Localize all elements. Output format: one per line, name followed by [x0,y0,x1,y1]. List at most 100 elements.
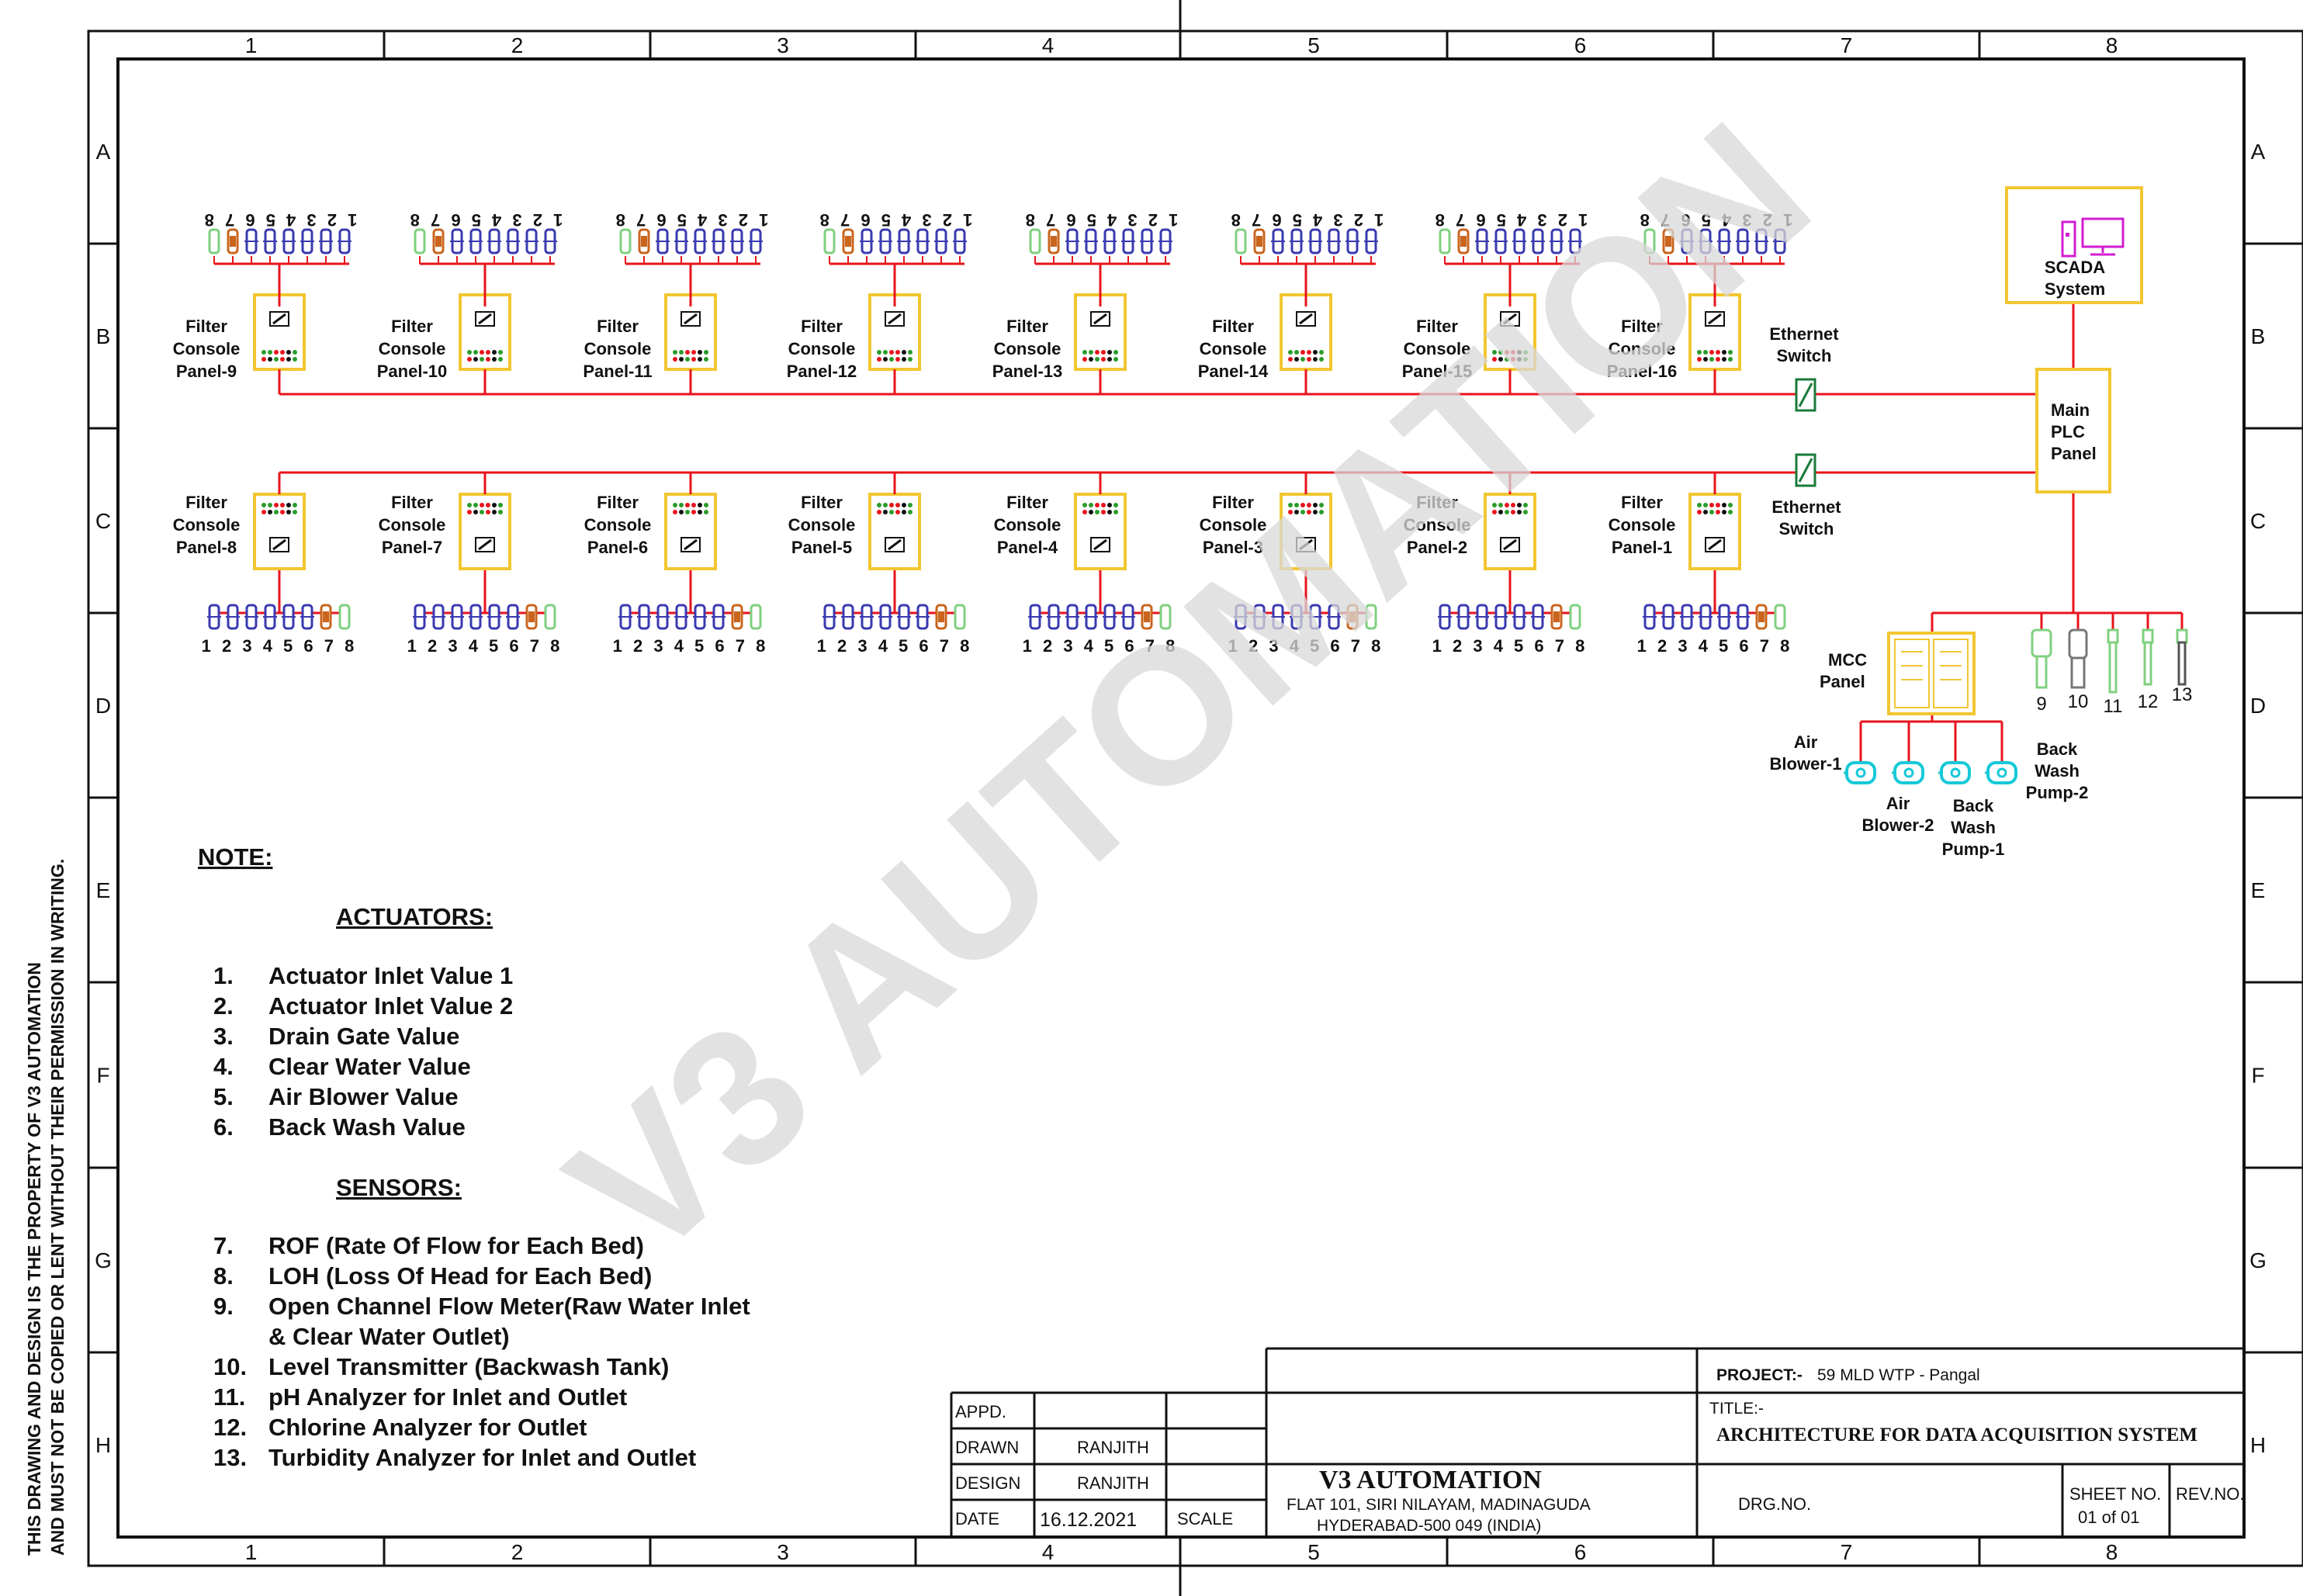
loh-sensor-icon [954,604,966,630]
top-device-array [208,228,352,306]
indicator-led [685,510,690,514]
indicator-led [1300,503,1305,507]
filter-panel-label: Console [379,515,446,535]
sensor-number: 10. [213,1353,247,1380]
indicator-led [492,503,497,507]
zone-col-bottom-8: 8 [2106,1540,2118,1564]
indicator-led [673,503,677,507]
project-value: 59 MLD WTP - Pangal [1817,1366,1980,1384]
indicator-led [698,510,702,514]
hmi-screen-mark [1708,538,1722,551]
indicator-led [286,503,291,507]
indicator-led [492,510,497,514]
indicator-led [286,510,291,514]
filter-panel-label: Panel-1 [1612,538,1672,557]
filter-panel-label: Panel-4 [997,538,1058,557]
indicator-led [492,357,497,362]
top-device-numbers: 1 2 3 4 5 6 7 8 [817,210,973,230]
loh-sensor-icon [1643,228,1656,254]
zone-row-right-G: G [2249,1248,2267,1272]
bottom-device-array [1234,570,1377,630]
indicator-led [877,350,881,355]
date-label: DATE [955,1509,999,1528]
indicator-led [1722,357,1726,362]
indicator-led [1082,503,1087,507]
indicator-led [480,357,484,362]
filter-panel-label: Filter [185,317,227,336]
loh-sensor-icon [1159,604,1172,630]
zone-col-bottom-3: 3 [777,1540,789,1564]
indicator-led [480,510,484,514]
zone-row-left-G: G [95,1248,112,1272]
indicator-led [902,357,906,362]
indicator-led [698,350,702,355]
indicator-led [1722,510,1726,514]
filter-panel-label: Console [1609,515,1676,535]
zone-col-top-3: 3 [777,33,789,57]
top-device-numbers: 1 2 3 4 5 6 7 8 [1637,210,1793,230]
indicator-led [1523,350,1528,355]
bottom-device-array [1028,570,1172,630]
back-wash-pump-2-label-2: Wash [2035,761,2080,781]
indicator-led [1082,357,1087,362]
hmi-screen-mark [684,313,698,325]
indicator-led [274,510,279,514]
indicator-led [877,503,881,507]
sensor-number: 13. [213,1444,247,1471]
scada-label-1: SCADA [2045,258,2105,277]
hmi-screen-mark [888,313,902,325]
indicator-led [908,350,913,355]
bottom-device-array [1438,570,1581,630]
zone-col-top-5: 5 [1307,33,1320,57]
drawn-value: RANJITH [1077,1438,1149,1457]
top-device-numbers: 1 2 3 4 5 6 7 8 [613,210,769,230]
indicator-led [280,510,285,514]
indicator-led [1113,357,1118,362]
indicator-led [883,357,888,362]
filter-panel-label: Panel-14 [1198,362,1269,381]
company-name: V3 AUTOMATION [1319,1466,1542,1494]
indicator-led [889,350,894,355]
indicator-led [1101,510,1106,514]
indicator-led [473,357,478,362]
mcc-panel: MCC Panel [1820,632,1976,715]
rof-sensor-core [1665,236,1671,247]
indicator-led [1728,503,1733,507]
field-instrument-12-icon [2142,628,2154,686]
indicator-led [274,350,279,355]
indicator-led [1300,357,1305,362]
field-instrument-11-icon [2107,628,2119,694]
drg-label: DRG.NO. [1738,1494,1811,1514]
actuator-number: 4. [213,1053,234,1080]
zone-row-right-H: H [2250,1433,2266,1457]
loh-sensor-icon [1365,604,1377,630]
indicator-led [268,357,272,362]
ethernet-switch-bottom: Ethernet Switch [1771,453,1841,538]
property-notice-line2: AND MUST NOT BE COPIED OR LENT WITHOUT T… [47,859,68,1556]
indicator-led [498,350,503,355]
indicator-led [1517,503,1522,507]
filter-panel-label: Panel-5 [791,538,852,557]
hmi-screen-mark [1503,313,1517,325]
indicator-led [1288,357,1293,362]
indicator-led [1307,510,1311,514]
indicator-led [1716,503,1720,507]
filter-panel-label: Panel-16 [1607,362,1678,381]
zone-col-bottom-6: 6 [1574,1540,1587,1564]
indicator-led [1511,503,1515,507]
title-value: ARCHITECTURE FOR DATA ACQUISITION SYSTEM [1716,1425,2197,1445]
indicator-led [473,510,478,514]
main-plc-panel: Main PLC Panel [2035,368,2111,493]
company-address-1: FLAT 101, SIRI NILAYAM, MADINAGUDA [1287,1496,1591,1514]
indicator-led [1089,357,1093,362]
main-plc-label-2: PLC [2051,422,2085,441]
indicator-led [1517,510,1522,514]
zone-col-top-7: 7 [1841,33,1853,57]
appd-label: APPD. [955,1402,1006,1421]
top-device-array [823,228,967,306]
loh-sensor-icon [1029,228,1041,254]
